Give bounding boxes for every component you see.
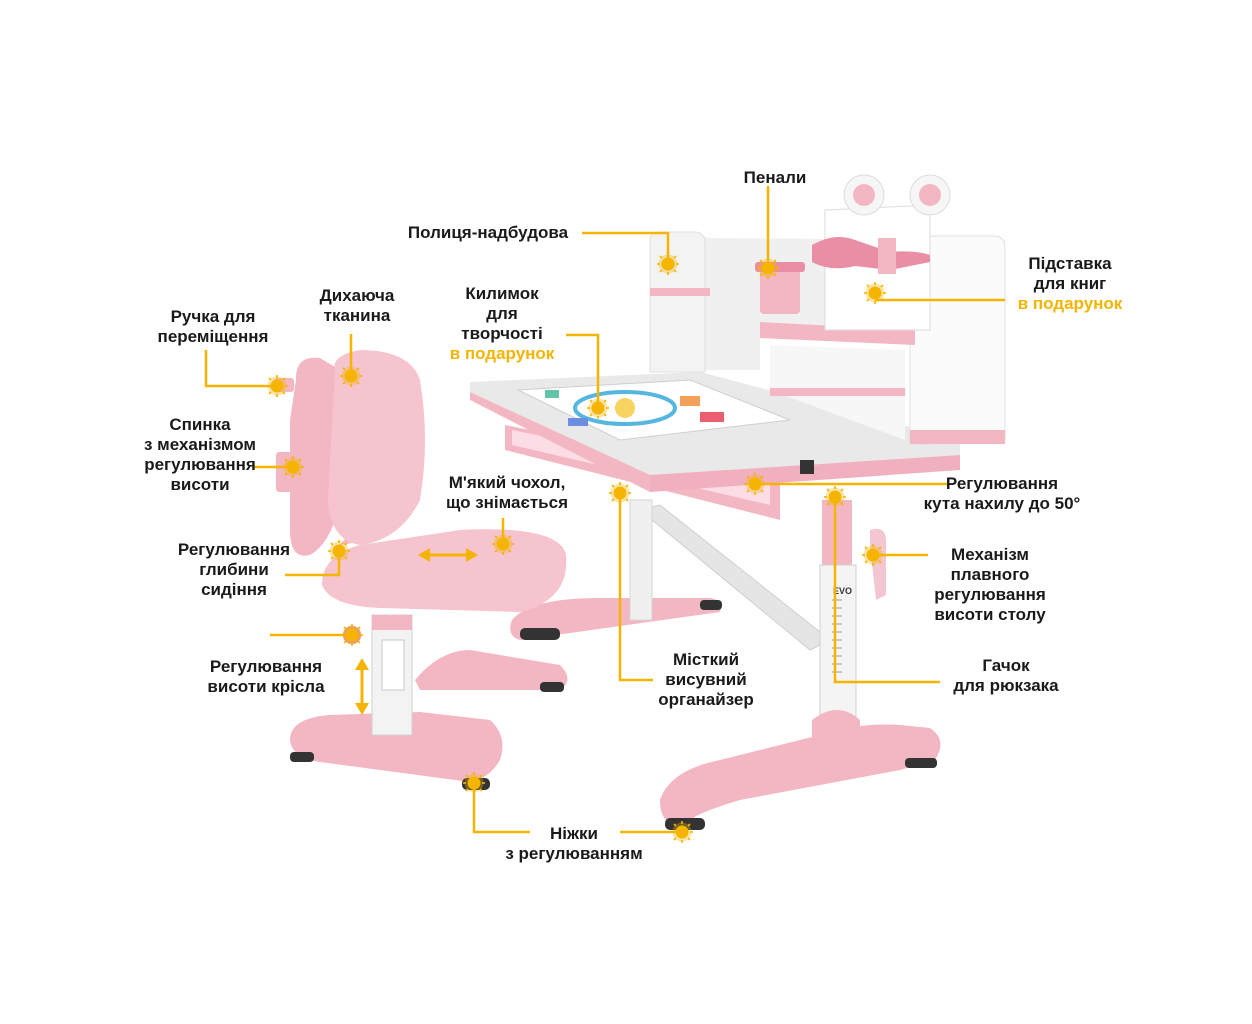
creative-mat	[516, 379, 791, 441]
label-backrest-height: Спинка з механізмом регулювання висоти	[132, 415, 268, 495]
label-line: творчості	[461, 324, 543, 343]
label-line: Ніжки	[549, 824, 598, 843]
label-shelf-superstructure: Полиця-надбудова	[398, 223, 578, 243]
seat-depth-arrow	[418, 548, 478, 562]
label-gift: в подарунок	[449, 344, 555, 363]
label-line: сидіння	[201, 580, 267, 599]
desk: EVO	[470, 174, 1006, 830]
label-line: для	[486, 304, 518, 323]
label-seat-depth: Регулювання глибини сидіння	[170, 540, 298, 600]
label-line: Дихаюча	[319, 286, 395, 305]
label-line: Пенали	[743, 168, 807, 187]
label-book-stand: Підставка для книг в подарунок	[1005, 254, 1135, 314]
label-line: для книг	[1033, 274, 1107, 293]
label-line: висувний	[665, 670, 747, 689]
label-line: Місткий	[672, 650, 740, 669]
label-breathable-fabric: Дихаюча тканина	[305, 286, 409, 326]
label-creative-mat: Килимок для творчості в подарунок	[440, 284, 564, 364]
label-line: Регулювання	[945, 474, 1059, 493]
label-line: з механізмом	[144, 435, 256, 454]
label-line: висоти столу	[934, 605, 1046, 624]
label-line: кута нахилу до 50°	[923, 494, 1081, 513]
desk-logo: EVO	[833, 586, 852, 596]
label-gift: в подарунок	[1017, 294, 1123, 313]
book-stand	[812, 174, 951, 331]
label-tilt-angle: Регулювання кута нахилу до 50°	[912, 474, 1092, 514]
label-line: органайзер	[658, 690, 754, 709]
label-line: Регулювання	[177, 540, 291, 559]
label-carry-handle: Ручка для переміщення	[148, 307, 278, 347]
label-line: М'який чохол,	[448, 473, 566, 492]
label-line: що знімається	[445, 493, 568, 512]
label-line: для рюкзака	[953, 676, 1059, 695]
label-removable-cover: М'який чохол, що знімається	[432, 473, 582, 513]
label-pencil-cases: Пенали	[735, 168, 815, 188]
label-line: висоти крісла	[207, 677, 325, 696]
label-chair-height: Регулювання висоти крісла	[196, 657, 336, 697]
label-line: з регулюванням	[505, 844, 643, 863]
shelf-unit	[649, 231, 1006, 446]
label-line: плавного	[950, 565, 1030, 584]
label-line: тканина	[323, 306, 391, 325]
height-scale	[832, 599, 842, 673]
label-line: Регулювання	[209, 657, 323, 676]
label-smooth-height-mechanism: Механізм плавного регулювання висоти сто…	[918, 545, 1062, 625]
label-adjustable-feet: Ніжки з регулюванням	[494, 824, 654, 864]
label-line: регулювання	[934, 585, 1046, 604]
label-line: Механізм	[951, 545, 1029, 564]
label-backpack-hook: Гачок для рюкзака	[940, 656, 1072, 696]
label-line: Спинка	[169, 415, 231, 434]
label-line: Підставка	[1028, 254, 1112, 273]
label-line: регулювання	[144, 455, 256, 474]
label-line: висоти	[170, 475, 230, 494]
label-line: глибини	[199, 560, 269, 579]
chair-height-arrow	[355, 658, 369, 715]
label-line: Килимок	[465, 284, 539, 303]
label-line: Ручка для	[170, 307, 256, 326]
label-line: Гачок	[982, 656, 1030, 675]
label-drawer-organizer: Місткий висувний органайзер	[645, 650, 767, 710]
label-line: переміщення	[157, 327, 269, 346]
label-line: Полиця-надбудова	[407, 223, 569, 242]
